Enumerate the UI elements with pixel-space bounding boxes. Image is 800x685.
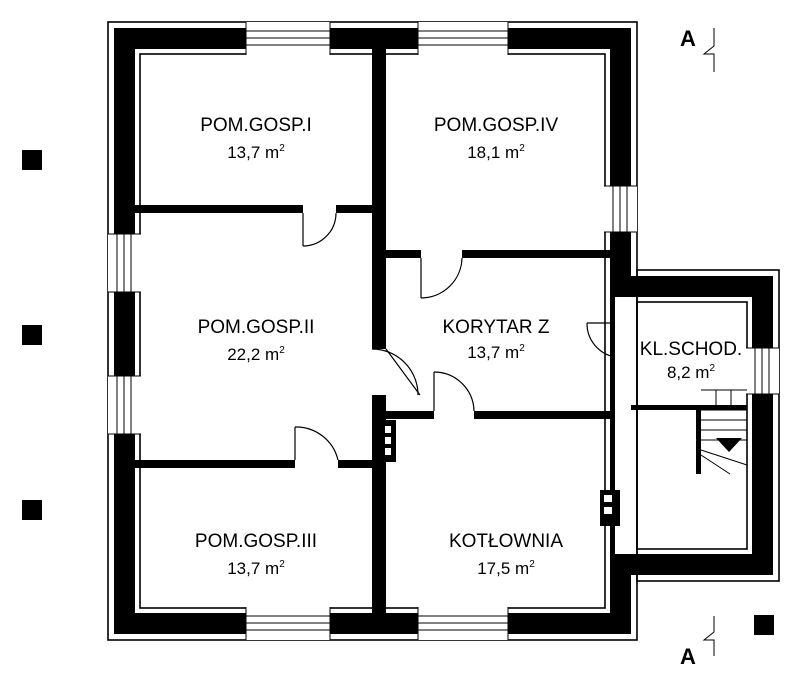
door-kotlownia bbox=[433, 371, 475, 412]
door-pom2 bbox=[371, 348, 421, 396]
door-pom4 bbox=[420, 257, 463, 299]
window-left-lower bbox=[108, 375, 141, 435]
room-korytarz: KORYTAR Z 13,7 m2 bbox=[443, 317, 550, 362]
vent-shaft-center bbox=[372, 420, 396, 462]
section-mark-bottom: A bbox=[680, 616, 715, 669]
room-pom-gosp-1: POM.GOSP.I 13,7 m2 bbox=[200, 115, 312, 162]
room-area: 13,7 m2 bbox=[227, 559, 285, 578]
annex-partition bbox=[611, 297, 615, 554]
section-mark-top-label: A bbox=[680, 26, 696, 51]
room-name: POM.GOSP.II bbox=[198, 317, 315, 338]
wall-pom1-pom2-b bbox=[336, 205, 372, 213]
room-pom-gosp-2: POM.GOSP.II 22,2 m2 bbox=[198, 317, 315, 364]
wall-korytarz-kotlownia-b bbox=[474, 411, 610, 419]
central-wall-upper bbox=[372, 49, 386, 349]
room-pom-gosp-4: POM.GOSP.IV 18,1 m2 bbox=[434, 115, 559, 162]
wall-pom1-pom2-a bbox=[135, 205, 303, 213]
room-name: KOTŁOWNIA bbox=[449, 531, 563, 552]
window-top-right bbox=[417, 22, 509, 55]
room-name: POM.GOSP.III bbox=[195, 531, 317, 552]
room-area: 18,1 m2 bbox=[467, 143, 525, 162]
window-right-annex bbox=[746, 347, 779, 395]
section-mark-top: A bbox=[680, 26, 715, 72]
section-mark-bottom-label: A bbox=[680, 644, 696, 669]
window-right-pom4 bbox=[604, 185, 637, 233]
room-area: 17,5 m2 bbox=[477, 559, 535, 578]
room-area: 22,2 m2 bbox=[227, 345, 285, 364]
room-name: POM.GOSP.I bbox=[200, 115, 312, 136]
wall-pom4-korytarz-b bbox=[462, 250, 610, 258]
wall-pom2-pom3-a bbox=[135, 460, 295, 468]
room-name: KL.SCHOD. bbox=[640, 339, 742, 360]
wall-pom2-pom3-b bbox=[338, 460, 372, 468]
window-bottom-left bbox=[245, 607, 331, 640]
wall-pom4-korytarz-a bbox=[386, 250, 421, 258]
wall-korytarz-kotlownia-a bbox=[386, 411, 434, 419]
grid-marker-3 bbox=[22, 500, 42, 520]
room-name: POM.GOSP.IV bbox=[434, 115, 559, 136]
window-left-upper bbox=[108, 233, 141, 293]
room-pom-gosp-3: POM.GOSP.III 13,7 m2 bbox=[195, 531, 317, 578]
annex-wall bbox=[610, 276, 773, 575]
grid-marker-1 bbox=[22, 150, 42, 170]
grid-marker-4 bbox=[754, 615, 774, 635]
stair-landing-wall bbox=[631, 405, 747, 410]
window-top-left bbox=[245, 22, 331, 55]
room-area: 13,7 m2 bbox=[227, 143, 285, 162]
room-area: 8,2 m2 bbox=[667, 363, 716, 382]
room-kotlownia: KOTŁOWNIA 17,5 m2 bbox=[449, 531, 563, 578]
room-klatka-schodowa: KL.SCHOD. 8,2 m2 bbox=[640, 339, 742, 382]
door-pom3 bbox=[294, 426, 339, 461]
door-pom1 bbox=[302, 212, 337, 247]
staircase bbox=[696, 389, 748, 475]
room-area: 13,7 m2 bbox=[467, 343, 525, 362]
door-stairs bbox=[586, 322, 616, 358]
window-bottom-right bbox=[417, 607, 509, 640]
annex-inner-outline bbox=[636, 301, 748, 550]
vent-shaft-kotlownia bbox=[600, 490, 620, 526]
grid-marker-2 bbox=[22, 325, 42, 345]
annex-opening bbox=[612, 297, 631, 554]
room-name: KORYTAR Z bbox=[443, 317, 550, 338]
